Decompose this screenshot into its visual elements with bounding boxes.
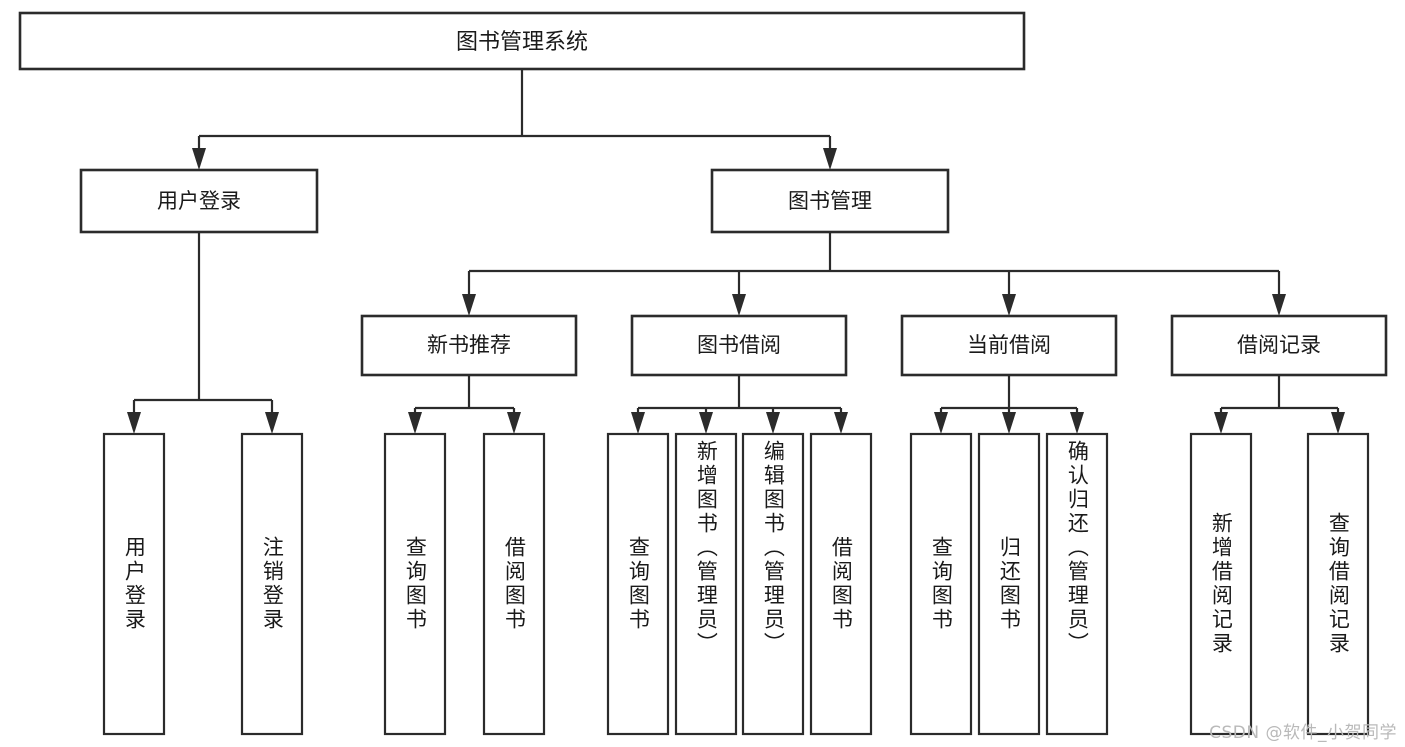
- connector-group-current-borrow: [934, 375, 1084, 434]
- arrowhead-br-leaf1: [1214, 412, 1228, 434]
- arrowhead-bm-to-current-borrow: [1002, 294, 1016, 316]
- arrowhead-user-login-leaf2: [265, 412, 279, 434]
- arrowhead-bb-leaf1: [631, 412, 645, 434]
- leaf-box-br-add[interactable]: [1189, 432, 1253, 736]
- leaf-box-bb-query[interactable]: [606, 432, 670, 736]
- node-user-login[interactable]: 用户登录: [79, 168, 319, 234]
- connector-group-root: [192, 69, 837, 170]
- arrowhead-bb-leaf3: [766, 412, 780, 434]
- arrowhead-bm-to-book-borrow: [732, 294, 746, 316]
- node-new-book[interactable]: 新书推荐: [360, 314, 578, 377]
- arrowhead-root-to-user-login: [192, 148, 206, 170]
- node-book-borrow-label: 图书借阅: [697, 333, 781, 357]
- leaf-box-cb-return[interactable]: [977, 432, 1041, 736]
- node-current-borrow-label: 当前借阅: [967, 333, 1051, 357]
- node-book-manage-box[interactable]: [710, 168, 950, 234]
- arrowhead-cb-leaf2: [1002, 412, 1016, 434]
- node-borrow-record-label: 借阅记录: [1237, 333, 1321, 357]
- node-current-borrow-box[interactable]: [900, 314, 1118, 377]
- arrowhead-user-login-leaf1: [127, 412, 141, 434]
- node-borrow-record[interactable]: 借阅记录: [1170, 314, 1388, 377]
- csdn-watermark: CSDN @软件_小贺同学: [1209, 723, 1397, 743]
- leaf-box-logout[interactable]: [240, 432, 304, 736]
- arrowhead-cb-leaf3: [1070, 412, 1084, 434]
- arrowhead-root-to-book-manage: [823, 148, 837, 170]
- node-book-borrow-box[interactable]: [630, 314, 848, 377]
- node-book-borrow[interactable]: 图书借阅: [630, 314, 848, 377]
- node-book-manage[interactable]: 图书管理: [710, 168, 950, 234]
- leaf-box-cb-query[interactable]: [909, 432, 973, 736]
- leaf-box-cb-confirm[interactable]: [1045, 432, 1109, 736]
- leaf-box-bb-add[interactable]: [674, 432, 738, 736]
- node-borrow-record-box[interactable]: [1170, 314, 1388, 377]
- leaf-box-user-login[interactable]: [102, 432, 166, 736]
- node-root-label: 图书管理系统: [456, 30, 588, 55]
- node-new-book-label: 新书推荐: [427, 333, 511, 357]
- arrowhead-nb-leaf1: [408, 412, 422, 434]
- arrowhead-bm-to-borrow-record: [1272, 294, 1286, 316]
- node-new-book-box[interactable]: [360, 314, 578, 377]
- node-root[interactable]: 图书管理系统: [18, 11, 1026, 71]
- arrowhead-cb-leaf1: [934, 412, 948, 434]
- arrowhead-nb-leaf2: [507, 412, 521, 434]
- connector-group-user-login: [127, 232, 279, 434]
- connector-group-book-borrow: [631, 375, 848, 434]
- connector-group-book-manage: [462, 232, 1286, 316]
- leaf-box-nb-query[interactable]: [383, 432, 447, 736]
- node-user-login-label: 用户登录: [157, 189, 241, 213]
- connector-group-borrow-record: [1214, 375, 1345, 434]
- arrowhead-bb-leaf2: [699, 412, 713, 434]
- arrowhead-bm-to-new-book: [462, 294, 476, 316]
- arrowhead-bb-leaf4: [834, 412, 848, 434]
- connector-group-new-book: [408, 375, 521, 434]
- leaf-box-br-query[interactable]: [1306, 432, 1370, 736]
- leaf-box-bb-edit[interactable]: [741, 432, 805, 736]
- leaf-box-nb-borrow[interactable]: [482, 432, 546, 736]
- node-root-box[interactable]: [18, 11, 1026, 71]
- node-user-login-box[interactable]: [79, 168, 319, 234]
- leaf-box-bb-borrow[interactable]: [809, 432, 873, 736]
- node-current-borrow[interactable]: 当前借阅: [900, 314, 1118, 377]
- arrowhead-br-leaf2: [1331, 412, 1345, 434]
- node-book-manage-label: 图书管理: [788, 189, 872, 213]
